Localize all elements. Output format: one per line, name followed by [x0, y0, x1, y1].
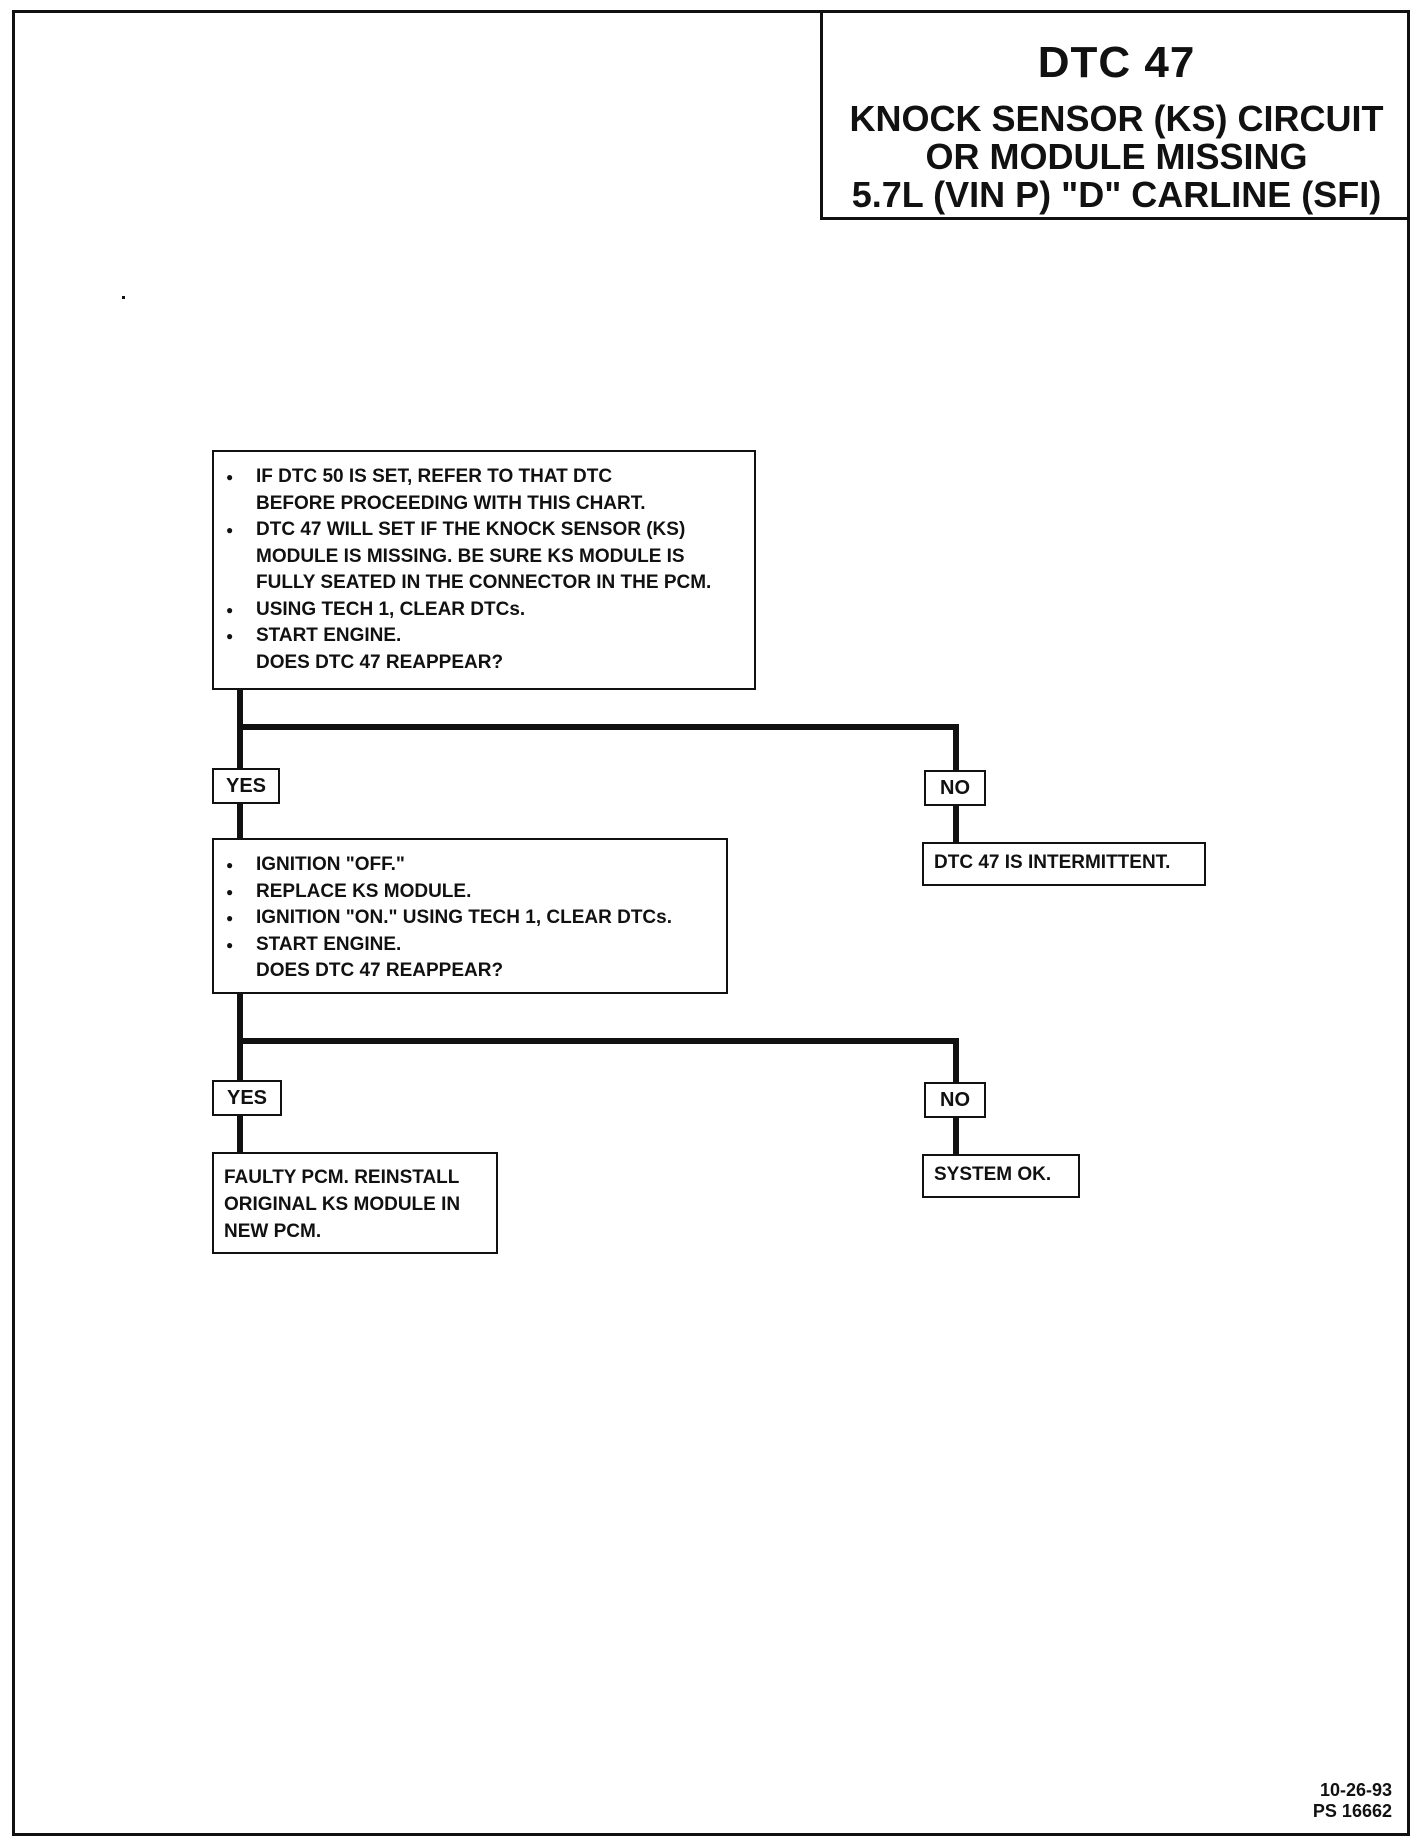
- yes-label-2: YES: [212, 1080, 282, 1116]
- connector: [237, 1114, 243, 1154]
- result-system-ok-text: SYSTEM OK.: [934, 1164, 1052, 1185]
- step2-box: IGNITION "OFF." REPLACE KS MODULE. IGNIT…: [212, 838, 728, 994]
- dtc-code: DTC 47: [1037, 38, 1196, 87]
- connector: [953, 804, 959, 844]
- footer: 10-26-93 PS 16662: [1313, 1780, 1392, 1822]
- no-label-1: NO: [924, 770, 986, 806]
- step1-bullet: IF DTC 50 IS SET, REFER TO THAT DTC BEFO…: [214, 464, 686, 517]
- step1-box: IF DTC 50 IS SET, REFER TO THAT DTC BEFO…: [212, 450, 756, 690]
- result-faulty-pcm: FAULTY PCM. REINSTALL ORIGINAL KS MODULE…: [212, 1152, 498, 1254]
- connector: [237, 1038, 959, 1044]
- result-faulty-pcm-text: FAULTY PCM. REINSTALL ORIGINAL KS MODULE…: [224, 1167, 461, 1242]
- yes-label-1: YES: [212, 768, 280, 804]
- step2-bullet: IGNITION "OFF.": [214, 852, 726, 879]
- step1-bullet: START ENGINE.: [214, 623, 754, 650]
- connector: [953, 1038, 959, 1082]
- title-line-1: KNOCK SENSOR (KS) CIRCUIT: [849, 98, 1384, 139]
- title-block: DTC 47 KNOCK SENSOR (KS) CIRCUIT OR MODU…: [820, 10, 1410, 220]
- title-line-3: 5.7L (VIN P) "D" CARLINE (SFI): [851, 174, 1382, 215]
- step2-bullet: START ENGINE.: [214, 932, 726, 959]
- page-frame: [12, 10, 1410, 1836]
- connector: [953, 724, 959, 772]
- stray-mark: [122, 296, 125, 299]
- step1-bullet: USING TECH 1, CLEAR DTCs.: [214, 597, 754, 624]
- no-label-2: NO: [924, 1082, 986, 1118]
- connector: [237, 688, 243, 772]
- connector: [237, 802, 243, 840]
- result-intermittent-text: DTC 47 IS INTERMITTENT.: [934, 852, 1171, 873]
- connector: [237, 992, 243, 1080]
- result-intermittent: DTC 47 IS INTERMITTENT.: [922, 842, 1206, 886]
- connector: [953, 1116, 959, 1156]
- step2-question: DOES DTC 47 REAPPEAR?: [256, 960, 504, 981]
- step1-question: DOES DTC 47 REAPPEAR?: [256, 651, 504, 673]
- connector: [237, 724, 959, 730]
- step2-bullet: IGNITION "ON." USING TECH 1, CLEAR DTCs.: [214, 905, 726, 932]
- footer-date: 10-26-93: [1319, 1780, 1392, 1800]
- step1-bullet: DTC 47 WILL SET IF THE KNOCK SENSOR (KS)…: [214, 517, 736, 597]
- result-system-ok: SYSTEM OK.: [922, 1154, 1080, 1198]
- title-line-2: OR MODULE MISSING: [925, 136, 1308, 177]
- step2-bullet: REPLACE KS MODULE.: [214, 879, 726, 906]
- footer-ref: PS 16662: [1312, 1801, 1392, 1821]
